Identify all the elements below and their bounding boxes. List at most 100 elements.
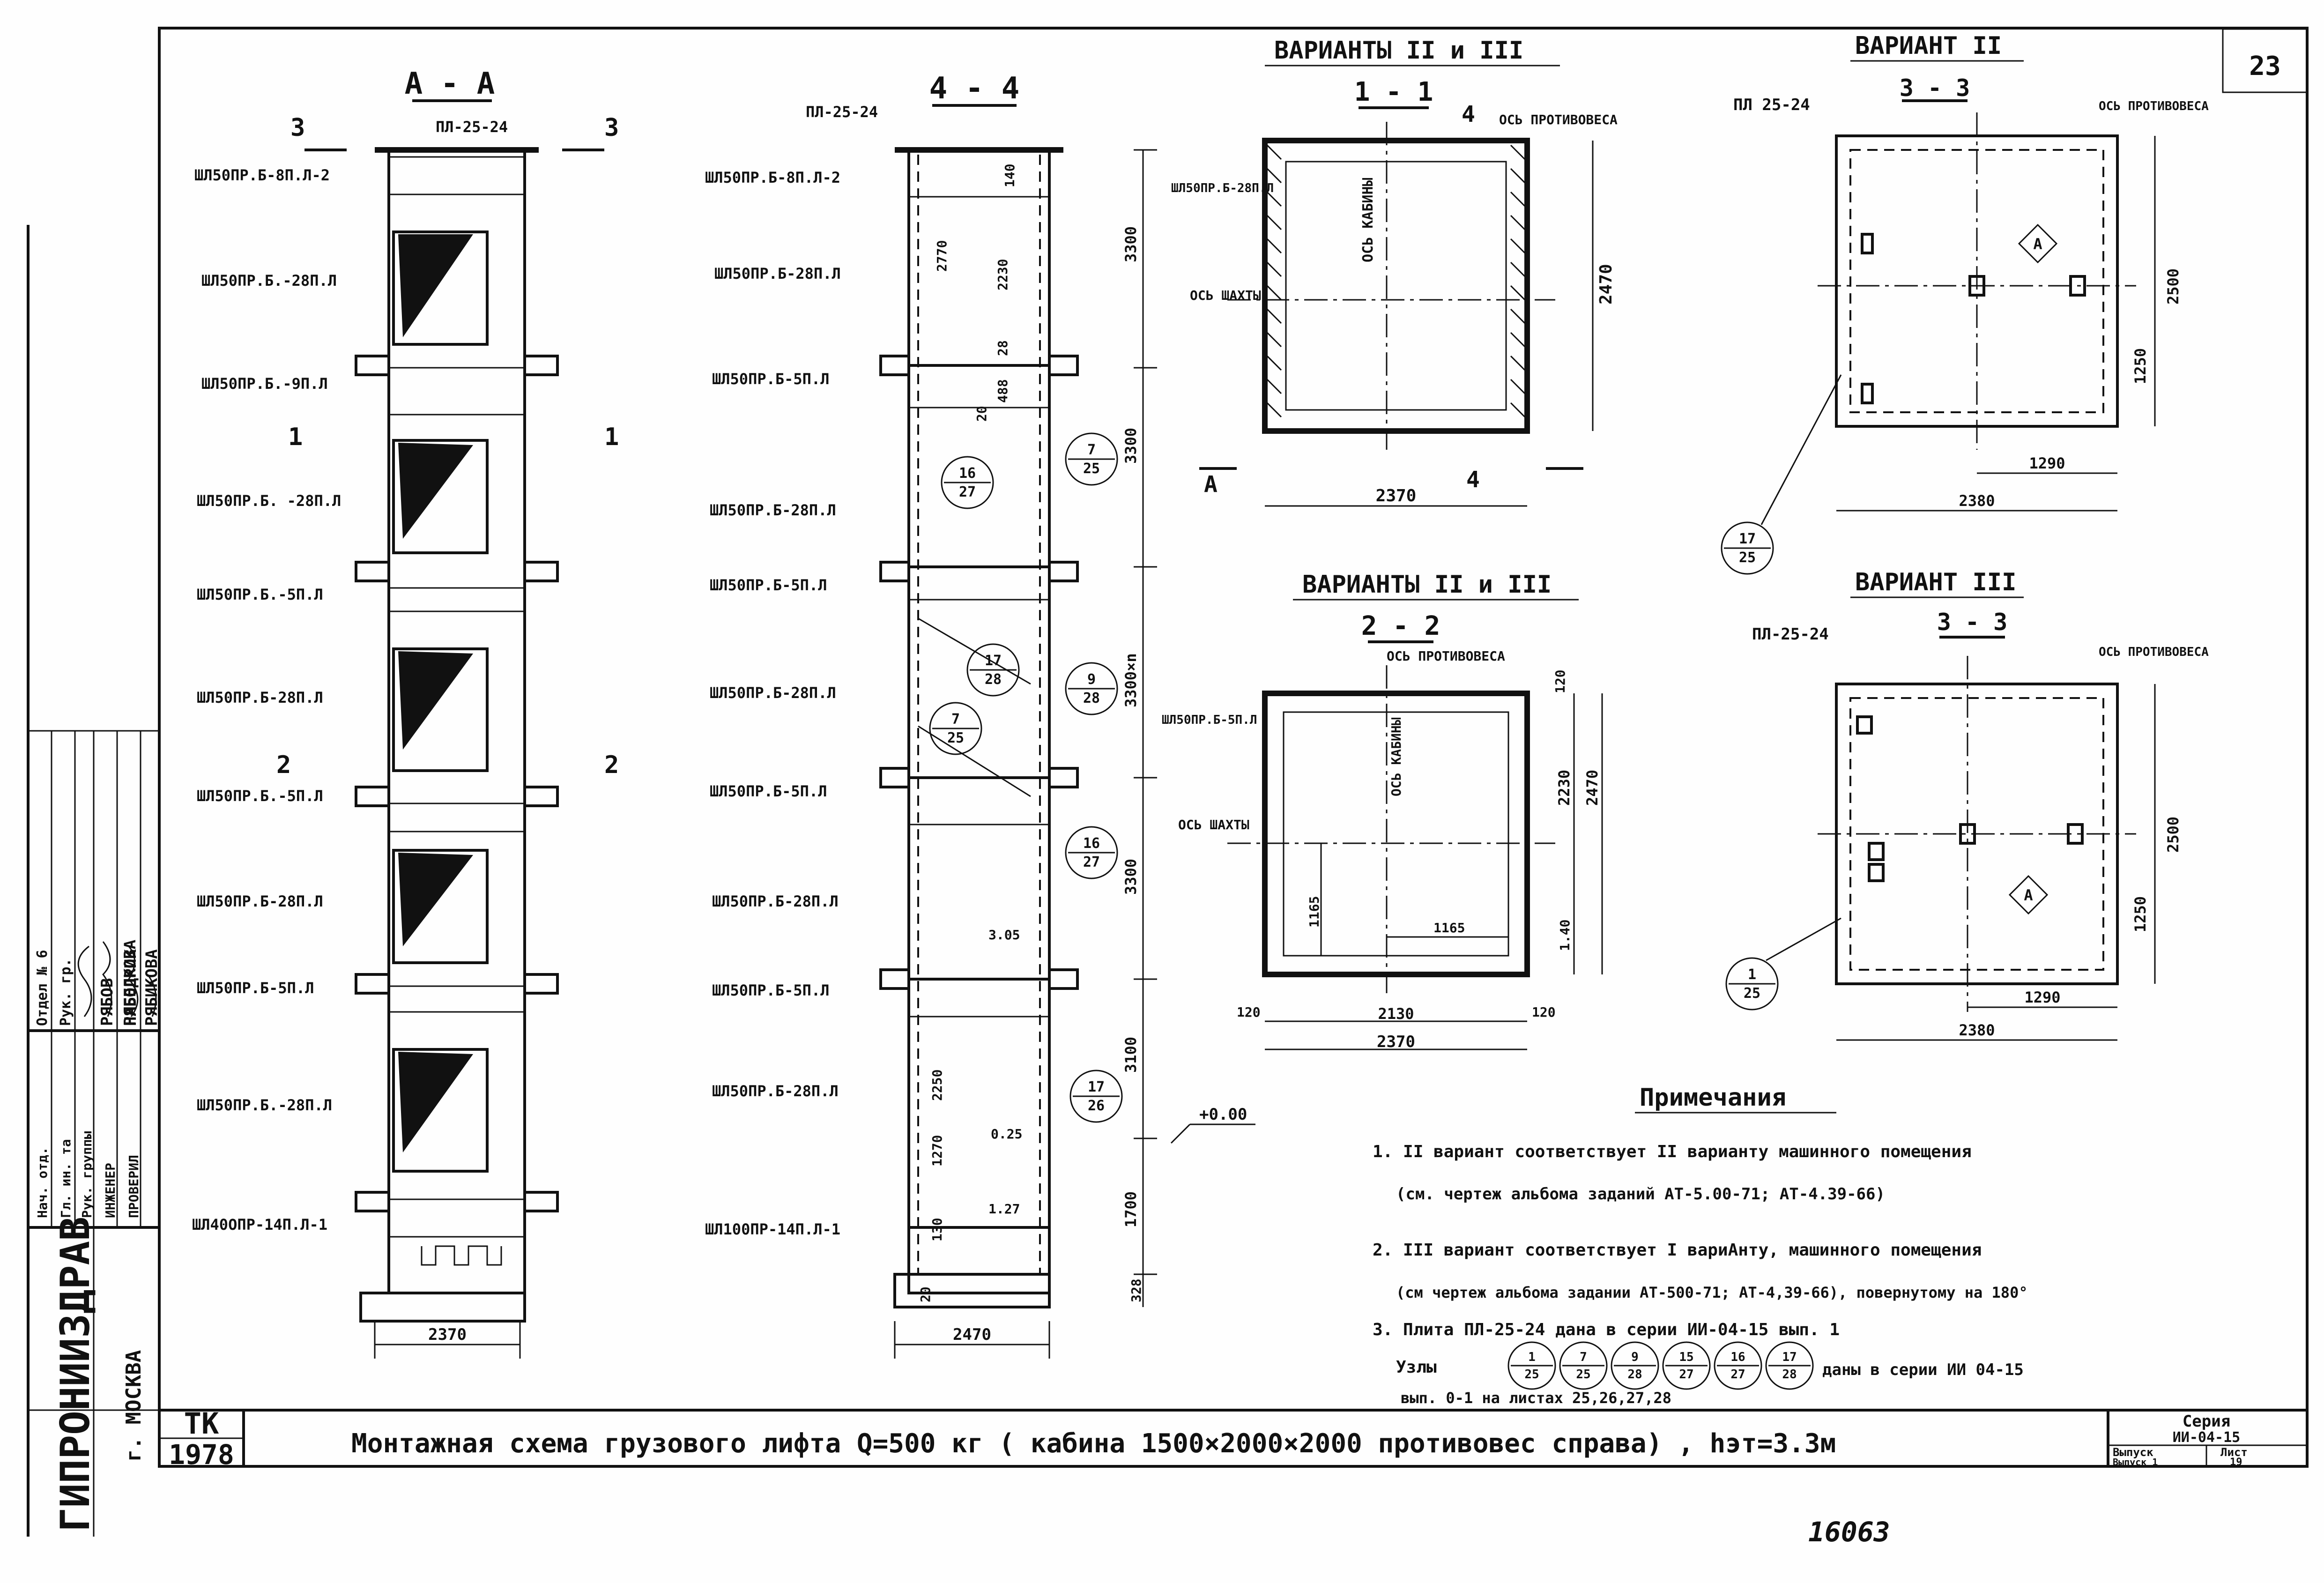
plan-33-ii-dim-1250: 1250 (2131, 348, 2149, 384)
ref-4-top: 15 (1679, 1350, 1693, 1364)
block-bottom-5: ПРОВЕРИЛ (126, 1155, 141, 1218)
s44-label-5: ШЛ50ПР.Б-5П.Л (710, 576, 827, 594)
plan-33-ii-axis-cw: ОСЬ ПРОТИВОВЕСА (2099, 99, 2209, 113)
aa-width-dim: 2370 (428, 1325, 467, 1344)
s44-h-2: 3300 (1122, 428, 1140, 464)
aa-label-7: ШЛ50ПР.Б.-5П.Л (197, 787, 323, 805)
block-name-1: РЯБОВ (98, 978, 117, 1026)
ref-1-top: 1 (1528, 1350, 1536, 1364)
s44-h-6: 1700 (1122, 1191, 1140, 1227)
node-2-bottom: 25 (1083, 461, 1100, 477)
page-number: 23 (2249, 51, 2280, 82)
plan-33-ii-dim-2380: 2380 (1959, 492, 1995, 510)
note-4: Узлы (1396, 1358, 1437, 1377)
s44-dim-328: 328 (1129, 1278, 1144, 1302)
ref-5-bottom: 27 (1730, 1367, 1745, 1382)
sheet-label: Лист (2220, 1446, 2248, 1459)
plan-11-dim-w: 2370 (1376, 486, 1417, 505)
node-1-bottom: 27 (959, 484, 976, 500)
s44-label-7: ШЛ50ПР.Б-5П.Л (710, 782, 827, 800)
cut1-left: 1 (288, 423, 303, 451)
cut3-right: 3 (604, 114, 619, 142)
plan-22-header: ВАРИАНТЫ II и III (1302, 571, 1552, 599)
plan-11-axis-shaft: ОСЬ ШАХТЫ (1190, 288, 1261, 303)
s44-level-zero: +0.00 (1199, 1105, 1247, 1124)
section-aa-top-plate: ПЛ-25-24 (436, 118, 508, 136)
plan-11-title: 1 - 1 (1354, 77, 1433, 107)
aa-label-1: ШЛ50ПР.Б-8П.Л-2 (194, 166, 330, 184)
org-city: г. МОСКВА (122, 1350, 146, 1462)
section-44: 4 - 4 ПЛ-25-24 ШЛ50ПР.Б-8П.Л-2 ШЛ50ПР.Б-… (705, 71, 1255, 1359)
section-aa-title: А - А (405, 67, 495, 101)
plan-33-ii-node-top: 17 (1739, 531, 1756, 547)
s44-h-5: 3100 (1122, 1037, 1140, 1073)
aa-label-5: ШЛ50ПР.Б.-5П.Л (197, 586, 323, 603)
s44-h-4: 3300 (1122, 859, 1140, 895)
node-4-top: 9 (1087, 671, 1096, 688)
s44-label-8: ШЛ50ПР.Б-28П.Л (712, 892, 839, 910)
plan-22-axis-cw: ОСЬ ПРОТИВОВЕСА (1387, 648, 1505, 664)
plan-22-dim-2130: 2130 (1378, 1005, 1414, 1023)
stamp-code: ТК (184, 1406, 219, 1441)
plan-22-axis-shaft: ОСЬ ШАХТЫ (1178, 817, 1249, 832)
s44-label-6: ШЛ50ПР.Б-28П.Л (710, 684, 836, 702)
node-3-top: 17 (985, 653, 1002, 669)
block-name-4: РЯБИКОВА (142, 949, 161, 1026)
sheet-frame: 23 (158, 27, 2309, 1468)
s44-dim-127: 1.27 (988, 1201, 1020, 1217)
notes-block: Примечания 1. II вариант соответствует I… (1373, 1084, 2028, 1407)
plan-11-left-label: ШЛ50ПР.Б-28П.Л (1171, 181, 1274, 195)
s44-dim-20b: 20 (918, 1286, 933, 1302)
section-44-title: 4 - 4 (929, 71, 1020, 106)
block-role-1: Отдел № 6 (34, 950, 51, 1026)
sheet-title: Монтажная схема грузового лифта Q=500 кг… (351, 1428, 1836, 1459)
plan-22-dim-120c: 120 (1532, 1004, 1556, 1020)
plan-22-dim-140: 1.40 (1557, 920, 1573, 951)
aa-label-10: ШЛ50ПР.Б.-28П.Л (197, 1096, 332, 1114)
block-bottom-2: Гл. ин. та (58, 1139, 74, 1218)
cut2-left: 2 (276, 751, 291, 779)
plan-33-ii-node-bottom: 25 (1739, 550, 1756, 566)
plan-22-axis-cab: ОСЬ КАБИНЫ (1388, 717, 1404, 796)
s44-width-dim: 2470 (953, 1325, 991, 1344)
section-aa: А - А ПЛ-25-24 3 3 1 1 2 2 (192, 67, 619, 1359)
block-bottom-1: Нач. отд. (35, 1147, 50, 1218)
plan-22-dim-120b: 120 (1237, 1004, 1261, 1020)
s44-dim-2250: 2250 (929, 1070, 945, 1101)
plan-33-ii-dim-1290: 1290 (2029, 454, 2065, 472)
plan-33-iii-dim-2380: 2380 (1959, 1021, 1995, 1039)
plan-33-iii-node-bottom: 25 (1744, 985, 1760, 1002)
plan-33-iii-axis-cw: ОСЬ ПРОТИВОВЕСА (2099, 645, 2209, 659)
ref-1-bottom: 25 (1524, 1367, 1539, 1382)
mark-diamond-ii (2018, 223, 2058, 264)
s44-label-9: ШЛ50ПР.Б-5П.Л (712, 981, 829, 999)
s44-dim-2230: 2230 (995, 259, 1010, 290)
ref-2-top: 7 (1580, 1350, 1587, 1364)
block-bottom-4: ИНЖЕНЕР (103, 1163, 118, 1218)
node-6-bottom: 27 (1083, 854, 1100, 870)
aa-label-2: ШЛ50ПР.Б.-28П.Л (201, 272, 337, 290)
ref-4-bottom: 27 (1679, 1367, 1693, 1382)
issue-value: Выпуск 1 (2113, 1457, 2158, 1468)
note-node-refs: 1 25 7 25 9 28 15 27 16 27 17 28 (1507, 1341, 1814, 1390)
aa-label-6: ШЛ50ПР.Б-28П.Л (197, 689, 323, 706)
node-5-bottom: 25 (947, 730, 964, 746)
s44-dim-140: 140 (1002, 164, 1017, 187)
plan-22-dim-2370: 2370 (1377, 1033, 1415, 1051)
block-bottom-3: Рук. группы (79, 1131, 95, 1218)
aa-label-4: ШЛ50ПР.Б. -28П.Л (197, 492, 341, 510)
plan-22: ВАРИАНТЫ II и III 2 - 2 ОСЬ ПРОТИВОВЕСА … (1162, 571, 1603, 1051)
s44-label-11: ШЛ100ПР-14П.Л-1 (705, 1220, 840, 1238)
plan-33-ii: ВАРИАНТ II 3 - 3 ПЛ 25-24 ОСЬ ПРОТИВОВЕС… (1721, 32, 2209, 575)
plan-22-dim-2230: 2230 (1555, 770, 1573, 806)
node-7-bottom: 26 (1088, 1098, 1105, 1114)
aa-label-9: ШЛ50ПР.Б-5П.Л (197, 979, 314, 997)
plan-22-left-label: ШЛ50ПР.Б-5П.Л (1162, 713, 1257, 727)
plan-33-ii-dim-2500: 2500 (2164, 268, 2182, 305)
notes-title: Примечания (1640, 1084, 1786, 1112)
cut3-left: 3 (290, 114, 305, 142)
plan-33-iii-dim-1290: 1290 (2024, 988, 2060, 1006)
node-1-top: 16 (959, 465, 976, 482)
plan-33-ii-header: ВАРИАНТ II (1855, 32, 2002, 60)
